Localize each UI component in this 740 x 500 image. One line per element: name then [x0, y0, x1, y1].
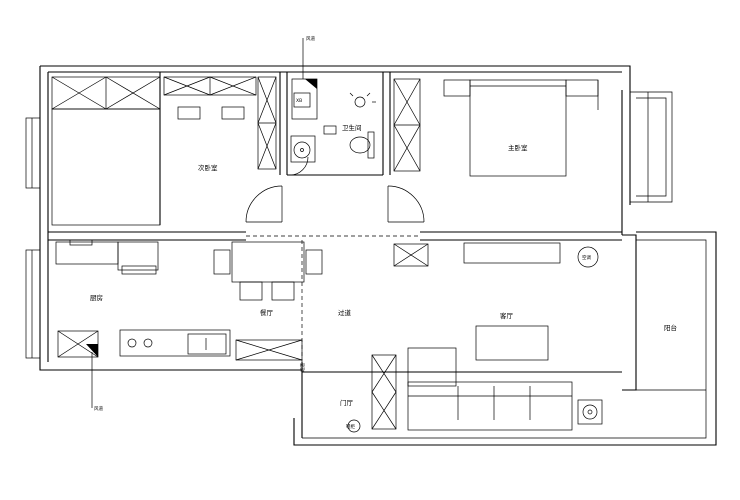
shoe-cabinet-label: 鞋柜	[346, 423, 355, 430]
room-label-balcony: 阳台	[664, 323, 677, 332]
kitchen: 厨房 风道	[55, 239, 231, 412]
room-label-kitchen: 厨房	[90, 293, 103, 302]
room-label-master-bedroom: 主卧室	[508, 143, 528, 152]
interior-walls	[48, 72, 622, 362]
entrance: 门厅 鞋柜 烟道	[299, 363, 361, 433]
living: 空调 客厅 阳台	[407, 242, 677, 431]
pipe-label-top: 风道	[306, 35, 315, 42]
room-label-living: 客厅	[500, 311, 514, 320]
ac-label: 空调	[582, 254, 591, 261]
svg-text:XB: XB	[296, 98, 302, 104]
sink-icon	[290, 135, 316, 163]
second-bedroom: 次卧室	[51, 106, 245, 226]
door-swing-icon	[245, 156, 425, 223]
room-label-second-bedroom: 次卧室	[198, 163, 218, 172]
dining: 餐厅 过道	[213, 241, 352, 317]
room-label-entrance: 门厅	[340, 398, 354, 407]
room-label-dining: 餐厅	[260, 308, 274, 317]
room-label-corridor: 过道	[338, 308, 352, 317]
outer-walls	[25, 65, 717, 446]
shower-icon	[349, 92, 376, 108]
stove-icon	[119, 329, 231, 357]
room-label-bathroom: 卫生间	[342, 123, 362, 132]
master-bedroom: 主卧室	[443, 79, 599, 177]
bathroom: XB 卫生间 风道	[290, 35, 376, 163]
wardrobe-icons	[51, 76, 429, 430]
toilet-icon	[349, 131, 375, 159]
pipe-label-bottom: 风道	[94, 405, 103, 412]
bed-icon	[443, 79, 599, 177]
stair-mark-label: 烟道	[299, 363, 306, 372]
sofa-icon	[407, 347, 573, 431]
